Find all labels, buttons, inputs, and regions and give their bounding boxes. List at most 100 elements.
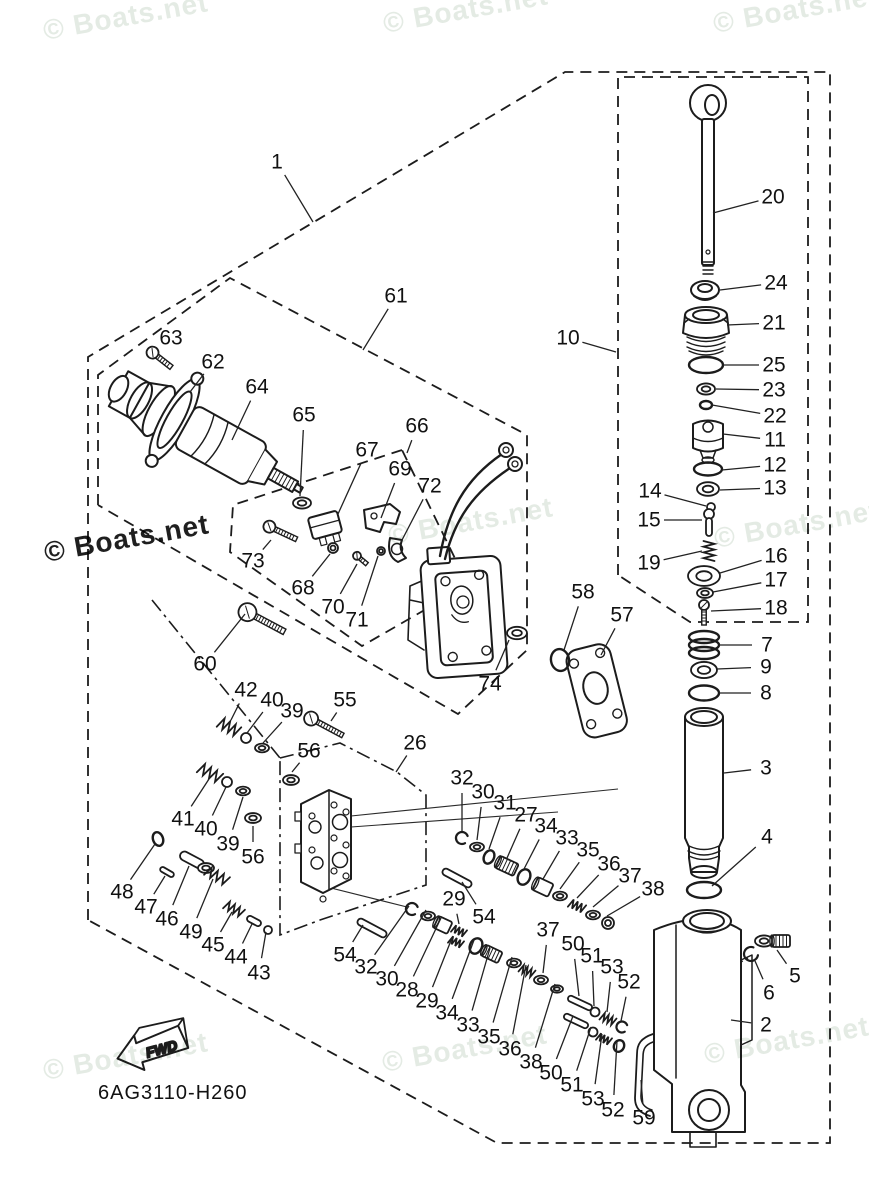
callout-leader-29 xyxy=(431,937,453,988)
part-callout-71: 71 xyxy=(345,609,368,632)
part-callout-40: 40 xyxy=(194,818,217,841)
part-pin xyxy=(563,1012,589,1030)
callout-leader-66 xyxy=(406,439,413,454)
watermark: © Boats.net xyxy=(712,494,869,554)
part-callout-35: 35 xyxy=(576,839,599,862)
callout-leader-30 xyxy=(393,909,427,967)
callout-leader-41 xyxy=(190,778,210,807)
part-callout-37: 37 xyxy=(536,919,559,942)
part-callout-19: 19 xyxy=(637,552,660,575)
callout-leader-9 xyxy=(716,666,752,670)
callout-leader-48 xyxy=(129,843,156,880)
callout-leader-54 xyxy=(352,924,364,943)
part-pin xyxy=(356,917,388,939)
part-callout-32: 32 xyxy=(450,767,473,790)
callout-leader-37 xyxy=(592,885,619,908)
callout-leader-16 xyxy=(719,559,762,574)
part-callout-61: 61 xyxy=(384,285,407,308)
part-washer xyxy=(696,382,716,396)
part-callout-11: 11 xyxy=(764,429,786,452)
part-spring xyxy=(203,865,231,887)
callout-leader-74 xyxy=(495,639,510,671)
part-callout-6: 6 xyxy=(763,982,775,1005)
part-pin xyxy=(246,914,262,928)
part-washer xyxy=(282,774,300,786)
part-callout-37: 37 xyxy=(618,865,641,888)
part-oring xyxy=(151,831,165,847)
part-oring xyxy=(685,880,723,900)
callout-leader-1 xyxy=(284,174,314,223)
callout-leader-38 xyxy=(534,983,556,1048)
callout-leader-65 xyxy=(299,429,304,497)
callout-leader-67 xyxy=(337,463,362,515)
callout-leader-45 xyxy=(219,911,233,933)
part-callout-20: 20 xyxy=(761,186,784,209)
part-callout-30: 30 xyxy=(471,781,494,804)
part-pin xyxy=(441,867,473,889)
part-oring xyxy=(549,647,571,673)
part-spring xyxy=(222,899,246,919)
part-callout-10: 10 xyxy=(556,327,579,350)
part-clip xyxy=(742,945,760,963)
part-callout-53: 53 xyxy=(600,956,623,979)
part-callout-52: 52 xyxy=(601,1099,624,1122)
part-ball xyxy=(240,732,252,744)
part-nutw xyxy=(601,916,615,930)
part-washer xyxy=(469,841,485,853)
part-screw xyxy=(352,550,370,567)
part-washer xyxy=(687,565,721,587)
part-oring xyxy=(687,355,725,375)
part-oring xyxy=(698,399,714,411)
boundary-outer xyxy=(87,71,831,1144)
part-callout-60: 60 xyxy=(193,653,216,676)
part-callout-54: 54 xyxy=(333,944,357,967)
part-callout-63: 63 xyxy=(159,327,182,350)
part-ball xyxy=(263,925,273,935)
callout-leader-51 xyxy=(591,970,595,1007)
part-callout-67: 67 xyxy=(355,439,378,462)
part-callout-26: 26 xyxy=(403,732,426,755)
callout-leader-35 xyxy=(559,861,580,890)
part-callout-35: 35 xyxy=(477,1026,500,1049)
part-oring xyxy=(482,849,496,865)
part-callout-41: 41 xyxy=(171,808,194,831)
part-callout-5: 5 xyxy=(789,965,801,988)
callout-leader-10 xyxy=(582,341,617,353)
watermark-dark: © Boats.net xyxy=(42,508,212,568)
part-callout-43: 43 xyxy=(247,962,270,985)
callout-leader-36 xyxy=(576,874,600,899)
callout-leader-53 xyxy=(594,1033,603,1085)
part-ball xyxy=(589,1006,601,1018)
callout-leader-27 xyxy=(506,828,521,859)
callout-leader-61 xyxy=(362,308,389,351)
part-callout-51: 51 xyxy=(560,1074,583,1097)
part-callout-13: 13 xyxy=(763,477,786,500)
callout-leader-11 xyxy=(722,433,761,439)
part-washer xyxy=(506,625,528,641)
callout-leader-12 xyxy=(721,465,761,471)
part-spring xyxy=(598,1009,618,1029)
part-spring xyxy=(450,924,468,938)
part-callout-16: 16 xyxy=(764,545,787,568)
part-pin xyxy=(159,866,175,878)
part-washer xyxy=(585,909,601,921)
part-washer xyxy=(696,587,714,599)
part-oring xyxy=(612,1038,626,1054)
part-callout-38: 38 xyxy=(641,878,664,901)
axis-line xyxy=(350,811,559,828)
part-callout-70: 70 xyxy=(321,596,344,619)
callout-leader-37 xyxy=(542,944,547,974)
tilt-motor-assembly xyxy=(107,370,304,494)
part-oring xyxy=(687,645,721,661)
callout-leader-53 xyxy=(606,981,611,1013)
part-callout-22: 22 xyxy=(763,405,786,428)
part-spring xyxy=(595,1032,613,1046)
part-screw xyxy=(303,710,346,739)
part-callout-25: 25 xyxy=(762,354,785,377)
part-clip xyxy=(615,1020,629,1034)
part-callout-17: 17 xyxy=(764,569,787,592)
part-callout-64: 64 xyxy=(245,376,269,399)
axis-line xyxy=(350,788,619,817)
boundary-box66 xyxy=(229,449,470,648)
